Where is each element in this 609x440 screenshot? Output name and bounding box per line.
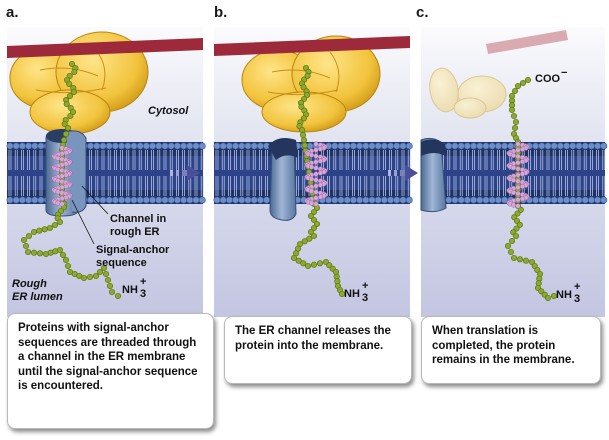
arrow-b-to-c — [388, 165, 418, 181]
svg-text:3: 3 — [574, 293, 580, 305]
anchor-label-line2: sequence — [96, 257, 147, 269]
panel-b-signal-anchor-helix — [304, 141, 328, 207]
svg-text:3: 3 — [140, 288, 146, 300]
anchor-pointer-line — [71, 199, 95, 245]
panel-b-ribosome — [241, 35, 381, 133]
anchor-label-line1: Signal-anchor — [96, 244, 170, 256]
channel-pointer-line — [81, 185, 109, 215]
lumen-label-line2: ER lumen — [12, 291, 63, 303]
svg-text:NH: NH — [344, 288, 360, 300]
svg-text:+: + — [362, 280, 368, 292]
panel-b-mrna — [214, 36, 410, 56]
svg-text:3: 3 — [362, 292, 368, 304]
lumen-label-line1: Rough — [12, 278, 47, 290]
panel-a-protein-chain — [20, 60, 122, 300]
panel-b-letter: b. — [214, 4, 227, 21]
panel-b-n-terminus-label: NH 3 + — [344, 280, 368, 304]
panel-a-letter: a. — [6, 4, 19, 21]
panel-c-released-mrna — [486, 30, 568, 54]
panel-a-membrane — [6, 142, 206, 204]
svg-text:NH: NH — [122, 284, 138, 296]
svg-text:+: + — [140, 276, 146, 288]
panel-a-n-terminus-label: NH 3 + — [122, 276, 146, 300]
panel-a-caption: Proteins with signal-anchor sequences ar… — [7, 313, 214, 429]
panel-c-letter: c. — [416, 4, 429, 21]
panel-c-n-terminus-label: NH 3 + — [556, 281, 580, 305]
panel-b-caption: The ER channel releases the protein into… — [224, 316, 412, 384]
cytosol-label: Cytosol — [148, 105, 189, 117]
panel-c-c-terminus-label: COO − — [535, 67, 567, 85]
panel-c-signal-anchor-helix — [506, 141, 530, 209]
svg-text:NH: NH — [556, 289, 572, 301]
svg-text:−: − — [561, 67, 567, 79]
panel-a-signal-anchor-helix — [51, 145, 73, 207]
svg-text:+: + — [574, 281, 580, 293]
arrow-a-to-b — [170, 165, 200, 181]
svg-text:COO: COO — [535, 73, 561, 85]
panel-a-mrna — [7, 38, 203, 58]
panel-b-er-channel — [268, 138, 298, 221]
panel-c-released-ribosome — [429, 67, 507, 119]
panel-c-caption: When translation is completed, the prote… — [421, 316, 601, 384]
channel-label-line2: rough ER — [110, 226, 160, 238]
panel-c-er-channel — [420, 137, 447, 213]
channel-label-line1: Channel in — [110, 213, 167, 225]
